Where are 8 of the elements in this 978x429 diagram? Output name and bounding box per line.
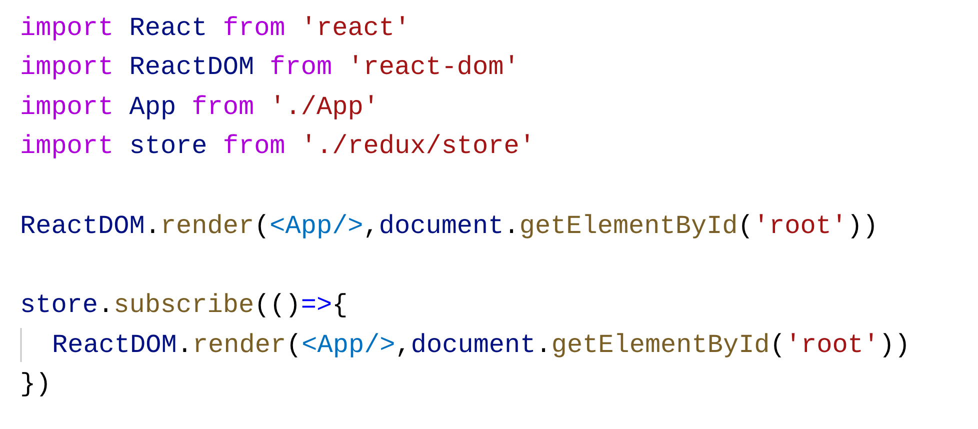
code-line: import store from './redux/store' [20, 130, 535, 162]
code-line: store.subscribe(()=>{ [20, 289, 348, 321]
code-line: ReactDOM.render(<App/>,document.getElementById('root')) [52, 329, 910, 361]
code-line: }) [20, 368, 52, 400]
code-line: import React from 'react' [20, 12, 410, 44]
code-line: import App from './App' [20, 91, 379, 123]
code-line: ReactDOM.render(<App/>,document.getElementById('root')) [20, 210, 878, 242]
code-line: import ReactDOM from 'react-dom' [20, 51, 520, 83]
